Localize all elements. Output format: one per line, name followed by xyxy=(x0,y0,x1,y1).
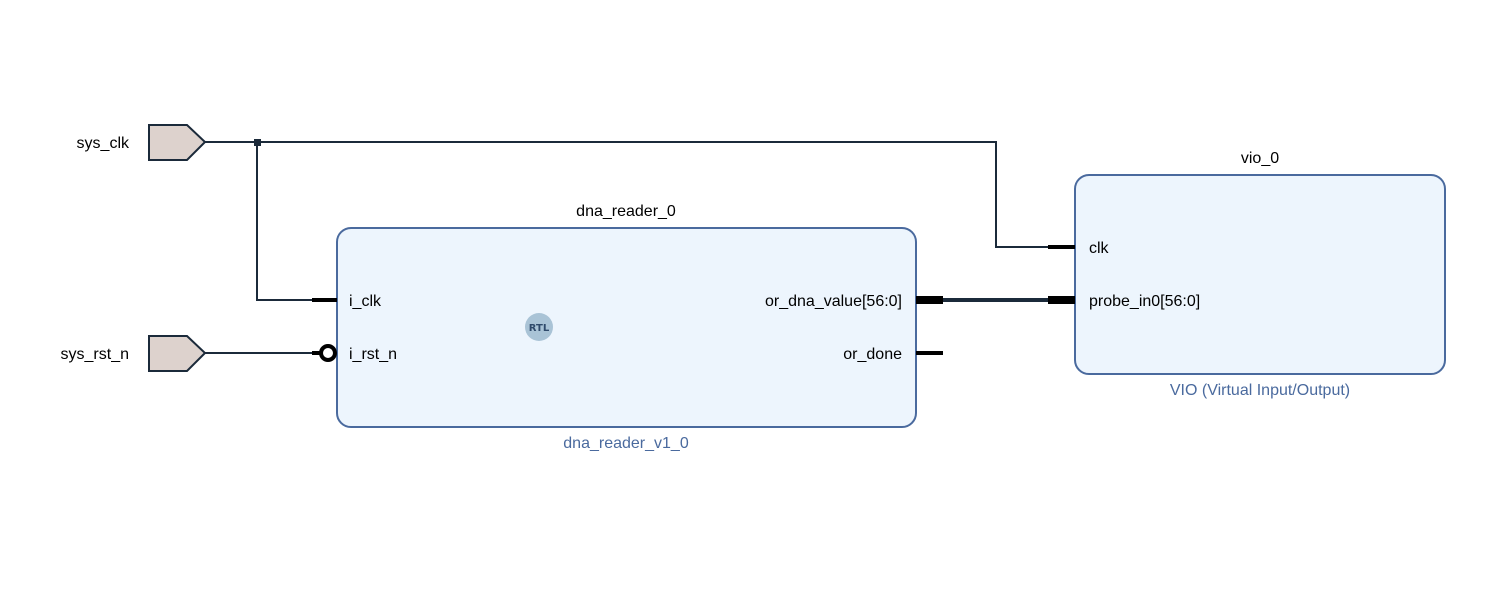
net-junction xyxy=(254,139,261,146)
block-vio[interactable]: vio_0 VIO (Virtual Input/Output) clk pro… xyxy=(1048,150,1446,399)
port-sys-rst-n[interactable]: sys_rst_n xyxy=(61,335,207,372)
input-port-shape[interactable] xyxy=(148,335,207,372)
block-module-name: VIO (Virtual Input/Output) xyxy=(1170,382,1350,399)
block-body[interactable] xyxy=(1074,174,1446,375)
block-instance-name: dna_reader_0 xyxy=(576,203,676,220)
net-sys-clk-to-vio[interactable] xyxy=(205,141,1048,248)
svg-text:RTL: RTL xyxy=(529,323,550,334)
port-label-sys-clk: sys_clk xyxy=(77,135,130,152)
block-dna-reader[interactable]: dna_reader_0 dna_reader_v1_0 RTL i_clk i… xyxy=(312,203,943,452)
active-low-bubble-icon xyxy=(319,344,337,362)
pin-label-i-rst-n: i_rst_n xyxy=(349,346,397,363)
net-sys-clk-to-dna-reader[interactable] xyxy=(256,142,312,301)
block-instance-name: vio_0 xyxy=(1241,150,1279,167)
pin-label-or-done: or_done xyxy=(843,346,902,363)
pin-label-clk: clk xyxy=(1089,240,1110,257)
block-module-name: dna_reader_v1_0 xyxy=(563,435,689,452)
pin-label-i-clk: i_clk xyxy=(349,293,382,310)
block-body[interactable] xyxy=(336,227,917,428)
input-port-shape[interactable] xyxy=(148,124,207,161)
rtl-badge-icon: RTL xyxy=(525,313,553,341)
port-sys-clk[interactable]: sys_clk xyxy=(77,124,207,161)
pin-label-probe-in0: probe_in0[56:0] xyxy=(1089,293,1200,310)
pin-label-or-dna-value: or_dna_value[56:0] xyxy=(765,293,902,310)
port-label-sys-rst-n: sys_rst_n xyxy=(61,346,129,363)
